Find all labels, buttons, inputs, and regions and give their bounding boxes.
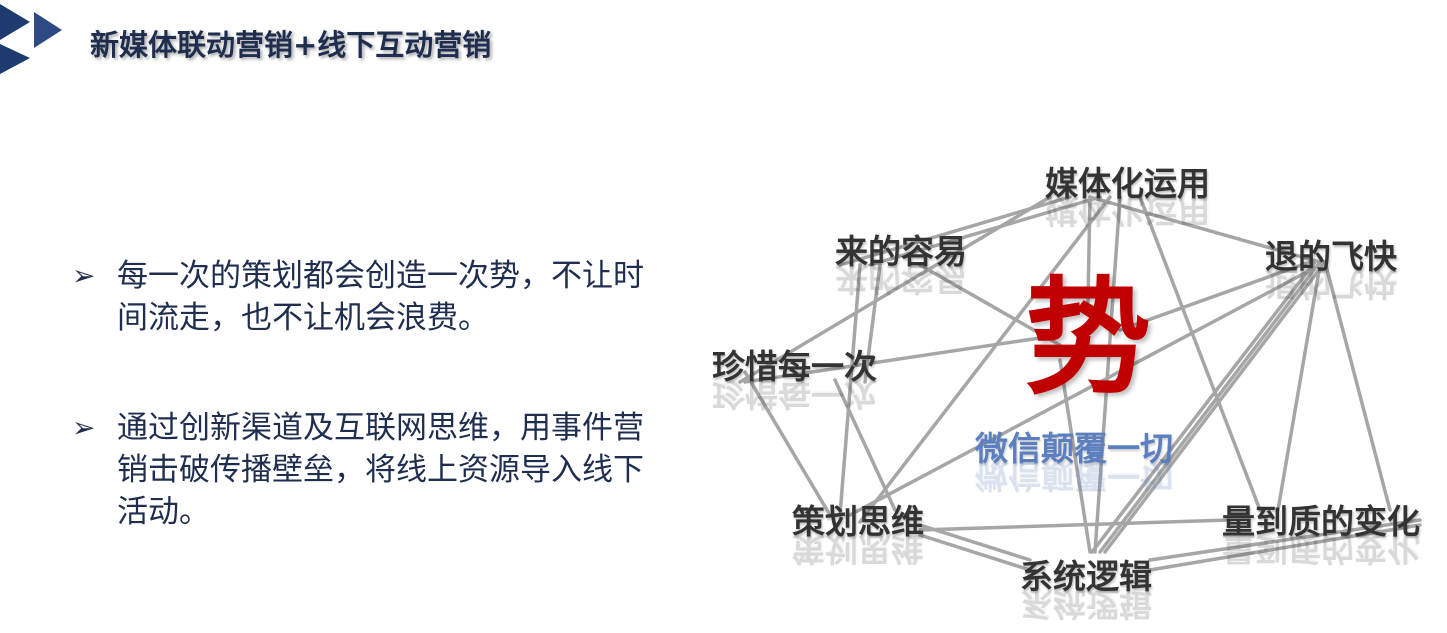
center-subtitle-reflection: 微信颠覆一切 <box>975 456 1173 495</box>
bullet-arrow-icon: ➢ <box>72 259 96 292</box>
network-line <box>743 370 832 517</box>
chevron-shape-1 <box>0 4 30 40</box>
network-line <box>858 195 1112 524</box>
network-line <box>1148 523 1422 572</box>
page-title: 新媒体联动营销+线下互动营销 <box>90 28 492 62</box>
center-character: 势 <box>1025 265 1151 412</box>
center-subtitle: 微信颠覆一切 微信颠覆一切 <box>975 422 1173 495</box>
network-line <box>1276 263 1322 512</box>
node-easy: 来的容易 来的容易 <box>835 225 967 298</box>
network-line <box>838 195 1072 267</box>
network-line <box>1086 195 1092 304</box>
bullet-text: 通过创新渠道及互联网思维，用事件营销击破传播壁垒，将线上资源导入线下活动。 <box>117 410 644 530</box>
network-line <box>1148 518 1422 562</box>
bullet-text: 每一次的策划都会创造一次势，不让时间流走，也不让机会浪费。 <box>117 258 644 336</box>
logo-chevrons <box>0 4 62 74</box>
node-quality: 量到质的变化 量到质的变化 <box>1222 495 1420 568</box>
network-line <box>1103 260 1327 554</box>
bullet-arrow-icon: ➢ <box>72 411 96 444</box>
network-line <box>1323 260 1392 512</box>
network-line <box>1118 260 1312 332</box>
network-line <box>833 378 897 512</box>
network-line <box>838 263 862 517</box>
network-line <box>743 333 1062 384</box>
bullet-list: ➢ 每一次的策划都会创造一次势，不让时间流走，也不让机会浪费。 ➢ 通过创新渠道… <box>72 255 672 533</box>
chevron-shape-3 <box>0 44 30 74</box>
node-fast: 退的飞快 退的飞快 <box>1265 230 1397 303</box>
network-line <box>918 518 1232 532</box>
network-line <box>1093 195 1122 554</box>
node-strategy: 策划思维 策划思维 <box>792 495 924 568</box>
network-line <box>1090 260 1317 554</box>
network-line <box>868 195 1102 267</box>
chevron-shape-2 <box>34 12 62 48</box>
node-cherish: 珍惜每一次 珍惜每一次 <box>712 340 877 413</box>
network-line <box>1088 195 1322 264</box>
network-line <box>1098 260 1322 554</box>
bullet-item: ➢ 每一次的策划都会创造一次势，不让时间流走，也不让机会浪费。 <box>72 255 672 339</box>
network-line <box>918 533 1032 572</box>
bullet-item: ➢ 通过创新渠道及互联网思维，用事件营销击破传播壁垒，将线上资源导入线下活动。 <box>72 407 672 533</box>
node-system: 系统逻辑 系统逻辑 <box>1020 550 1152 623</box>
network-line <box>848 263 1322 517</box>
node-media: 媒体化运用 媒体化运用 <box>1045 157 1210 230</box>
network-line <box>918 523 1032 562</box>
network-line <box>918 263 1062 347</box>
network-line <box>1058 358 1092 554</box>
network-line <box>1138 195 1262 512</box>
